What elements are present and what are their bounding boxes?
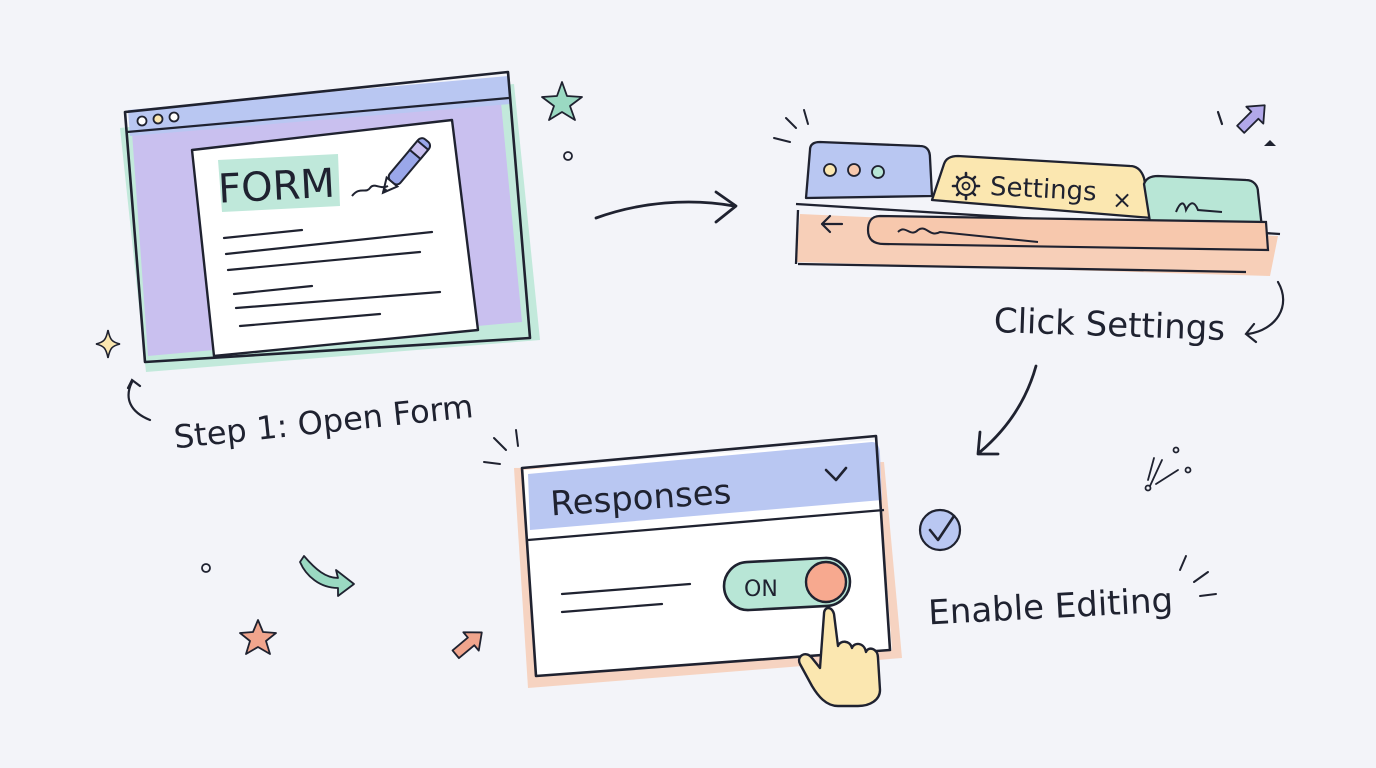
sparkle-icon <box>95 329 121 359</box>
arrow-icon <box>594 190 738 224</box>
form-title: FORM <box>217 161 336 213</box>
step-open-form-label: Step 1: Open Form <box>172 387 475 456</box>
gear-icon <box>951 171 981 201</box>
star-icon <box>541 81 583 121</box>
toggle-knob[interactable] <box>804 560 848 604</box>
setting-label-lines <box>560 582 692 614</box>
arrow-icon <box>1236 104 1266 134</box>
click-rays <box>773 109 809 143</box>
responses-panel: Responses ON <box>514 434 902 708</box>
settings-tab-label: Settings <box>989 172 1097 208</box>
step-click-settings-label: Click Settings <box>993 301 1226 349</box>
curved-arrow-icon <box>299 555 355 597</box>
pen-icon <box>381 137 432 195</box>
browser-dots <box>823 163 885 179</box>
chevron-down-icon[interactable] <box>824 466 848 482</box>
back-arrow-icon[interactable] <box>820 214 844 234</box>
editing-toggle[interactable]: ON <box>722 556 852 612</box>
settings-tab[interactable] <box>930 154 1154 220</box>
close-icon[interactable]: × <box>1112 186 1132 214</box>
arrow-icon <box>976 364 1038 456</box>
step-enable-editing-label: Enable Editing <box>927 581 1174 634</box>
dot-decoration <box>201 563 211 573</box>
curl-arrow-icon <box>126 378 152 422</box>
star-icon <box>239 619 277 655</box>
responses-header[interactable] <box>528 442 882 530</box>
pointing-hand-icon <box>797 606 882 708</box>
url-field[interactable] <box>866 214 1270 252</box>
check-circle-icon <box>918 508 962 552</box>
toggle-label: ON <box>744 577 778 602</box>
form-lines <box>222 228 442 328</box>
click-rays <box>483 429 519 465</box>
click-rays <box>1179 555 1217 597</box>
form-window: FORM <box>120 70 540 372</box>
curl-arrow-icon <box>1244 280 1285 344</box>
arrow-icon <box>451 631 483 660</box>
browser-tabs: Settings × <box>794 140 1281 276</box>
window-dots <box>136 111 180 127</box>
sparkle-icon <box>1144 446 1192 492</box>
dot-decoration <box>563 151 573 161</box>
